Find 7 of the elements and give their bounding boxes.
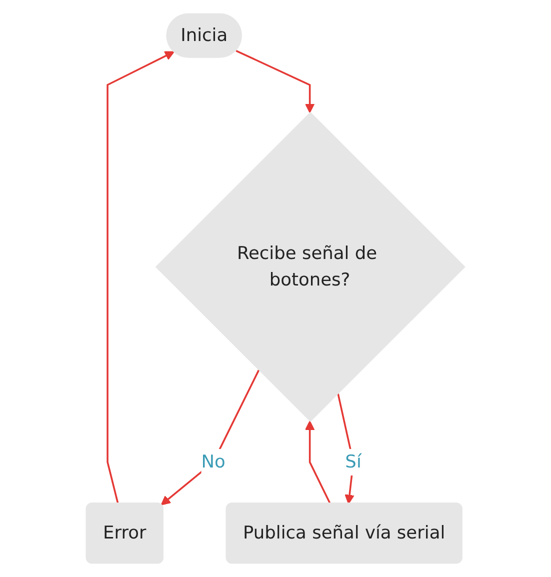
node-diamond: Recibe señal de botones?	[155, 112, 466, 422]
arrow	[236, 50, 315, 114]
edge-label: Sí	[345, 451, 362, 472]
edge-label: No	[201, 451, 226, 472]
arrow	[160, 370, 260, 506]
arrow	[304, 420, 331, 504]
arrow	[106, 51, 175, 504]
